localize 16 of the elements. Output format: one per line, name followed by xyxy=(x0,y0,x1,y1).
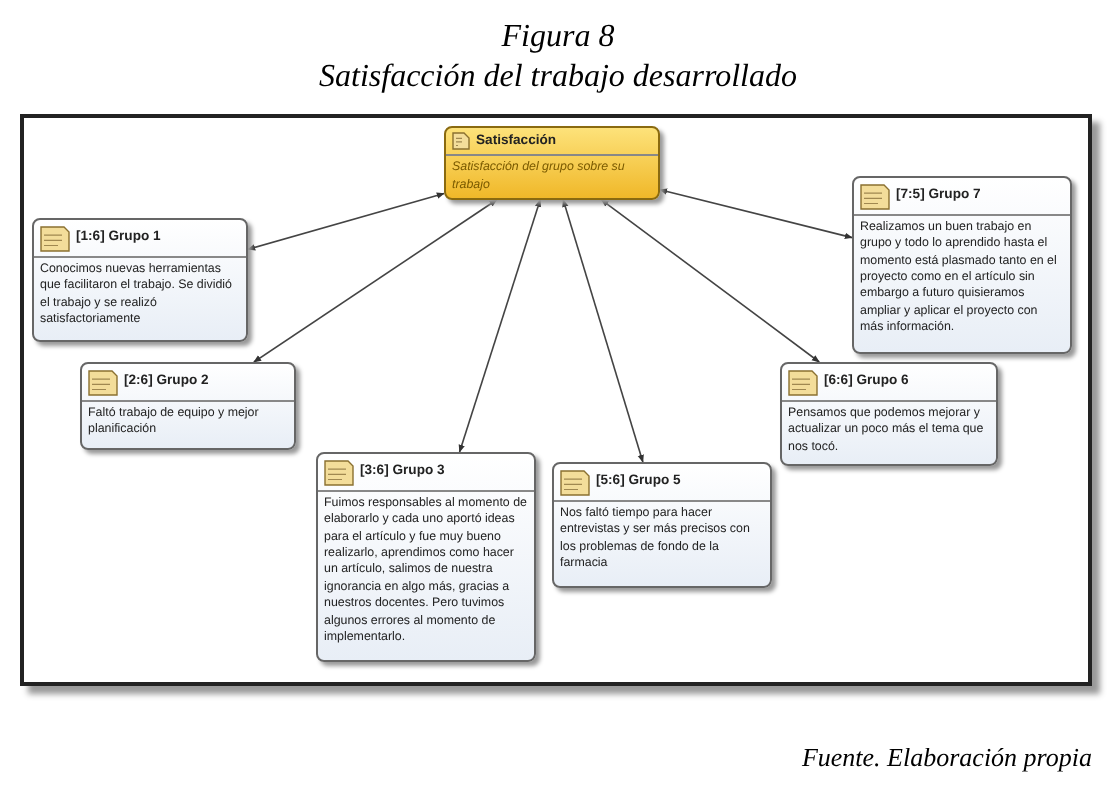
arrow xyxy=(600,199,820,363)
source-caption: Fuente. Elaboración propia xyxy=(801,742,1092,774)
quotation-box xyxy=(32,218,248,342)
code-box xyxy=(444,126,660,200)
arrow xyxy=(562,199,644,463)
arrow xyxy=(659,188,853,239)
arrow xyxy=(247,192,445,251)
quotation-box xyxy=(552,462,772,588)
figure-subtitle: Satisfacción del trabajo desarrollado xyxy=(317,60,799,96)
arrow xyxy=(253,199,498,363)
quotation-box xyxy=(852,176,1072,354)
quotation-box xyxy=(80,362,296,450)
arrow xyxy=(458,199,542,453)
figure-title: Figura 8 xyxy=(499,20,617,56)
quotation-box xyxy=(316,452,536,662)
quotation-box xyxy=(780,362,998,466)
